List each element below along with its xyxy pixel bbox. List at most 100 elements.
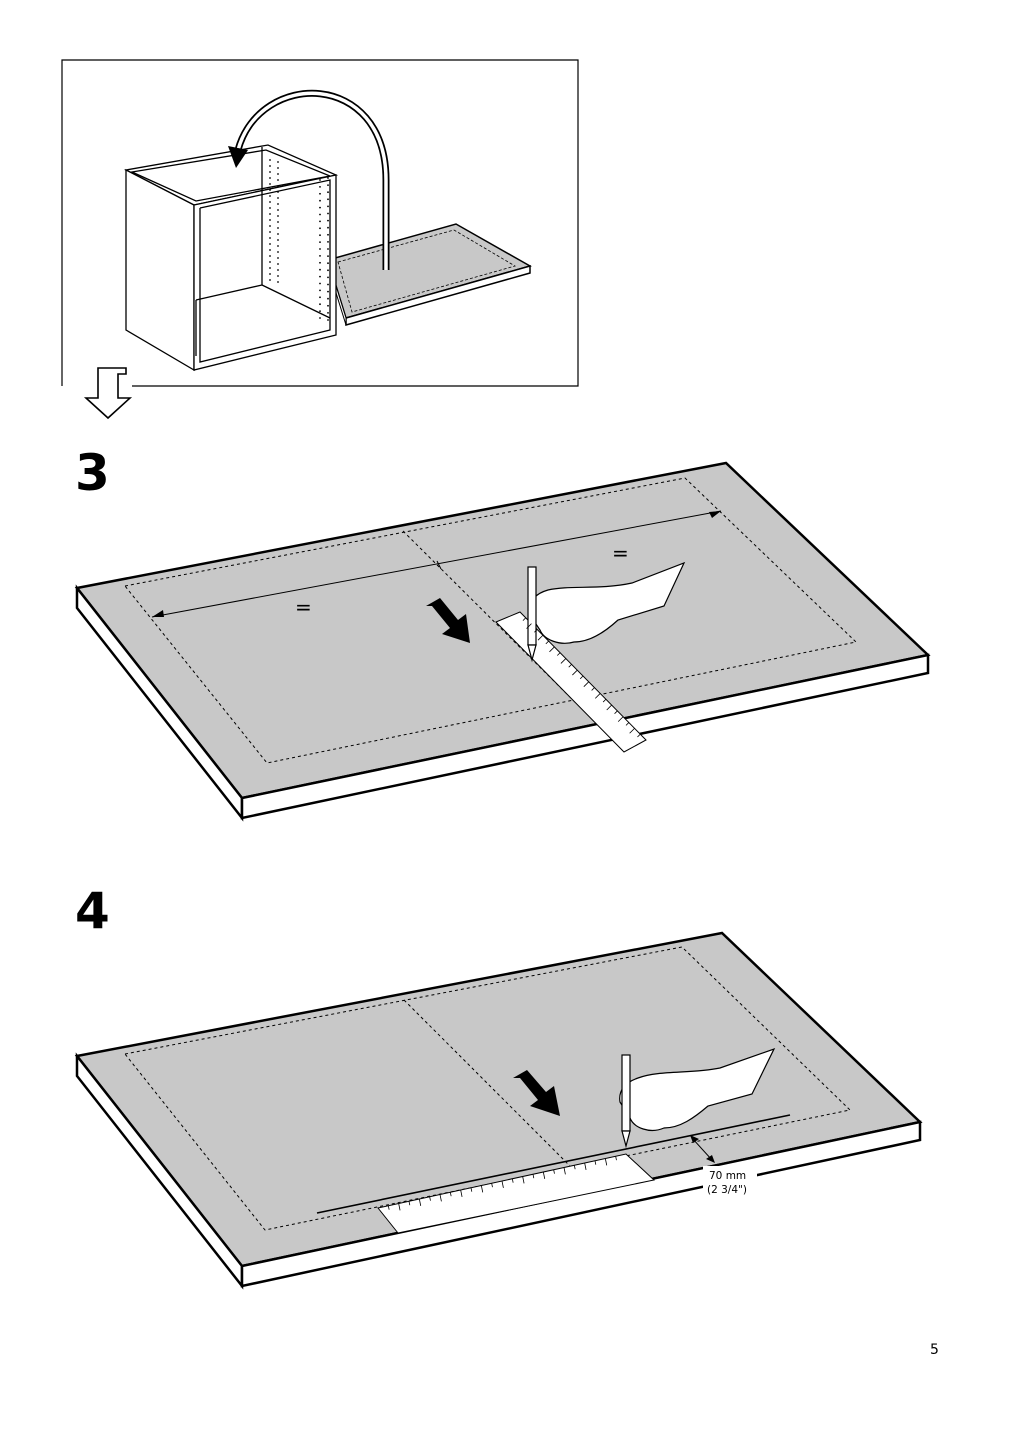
ruler-tick: [526, 623, 532, 629]
cabinet-hole: [327, 304, 329, 307]
cabinet-hole: [269, 201, 271, 203]
dimension-mm: 70 mm: [709, 1170, 746, 1182]
cabinet-hole: [319, 234, 321, 237]
ruler-tick: [460, 1189, 463, 1197]
ruler-tick: [604, 1158, 608, 1166]
ruler-tick: [511, 1178, 514, 1183]
cabinet-hole: [327, 283, 329, 286]
ruler-tick: [522, 617, 527, 621]
cabinet-hole: [319, 310, 321, 312]
ruler-tick: [594, 693, 601, 699]
step4-board: [74, 931, 923, 1290]
cabinet-hole: [319, 282, 321, 285]
cabinet-hole: [327, 241, 329, 243]
cabinet-hole: [327, 205, 329, 208]
ruler-tick: [387, 1205, 390, 1210]
cabinet-hole: [269, 159, 271, 161]
ruler-tick: [449, 1192, 452, 1197]
ruler-tick: [480, 1185, 484, 1193]
ruler-tick: [563, 1167, 566, 1175]
dimension-inch: (2 3/4"): [707, 1184, 747, 1196]
cabinet-hole: [277, 167, 279, 169]
cabinet-hole: [277, 179, 279, 181]
cabinet-hole: [277, 269, 279, 271]
cabinet-hole: [319, 296, 321, 299]
page-number: 5: [930, 1342, 939, 1358]
cabinet-hole: [327, 297, 329, 300]
ruler-tick: [615, 1156, 617, 1161]
ruler-tick: [491, 1183, 493, 1188]
cabinet-hole: [277, 197, 279, 199]
cabinet-hole: [269, 207, 271, 209]
cabinet-hole: [277, 275, 279, 277]
cabinet-hole: [277, 239, 279, 241]
ruler-tick: [579, 675, 584, 680]
cabinet-hole: [327, 319, 329, 321]
ruler-tick: [606, 704, 612, 711]
ruler-tick: [418, 1198, 422, 1206]
cabinet-hole: [269, 261, 271, 263]
step2-frame: [61, 59, 579, 387]
cabinet-hole: [319, 255, 321, 257]
cabinet-hole: [327, 177, 329, 179]
ruler-tick: [553, 1169, 555, 1174]
cabinet-hole: [319, 206, 321, 209]
cabinet-hole: [277, 221, 279, 223]
ruler-tick: [439, 1194, 442, 1202]
next-step-arrow: [83, 367, 133, 420]
ruler-tick: [398, 1203, 401, 1211]
ruler-tick: [532, 1174, 535, 1179]
cabinet-hole: [327, 212, 329, 215]
board-top-frame: [327, 223, 532, 326]
cabinet-hole: [319, 317, 321, 319]
cabinet-hole: [277, 215, 279, 217]
cabinet-hole: [277, 257, 279, 259]
cabinet-hole: [269, 243, 271, 245]
cabinet-hole: [319, 268, 321, 271]
cabinet-hole: [327, 269, 329, 272]
cabinet-hole: [277, 185, 279, 187]
ruler-tick: [549, 646, 555, 653]
cabinet-hole: [327, 276, 329, 279]
cabinet-frame: [123, 144, 339, 372]
cabinet-hole: [319, 199, 321, 202]
flip-arrow: [228, 89, 390, 270]
ruler-tick: [583, 681, 590, 688]
cabinet-hole: [277, 263, 279, 265]
ruler-tick: [568, 664, 572, 668]
ruler-tick: [617, 716, 624, 722]
cabinet-hole: [269, 213, 271, 215]
ruler-tick: [501, 1180, 504, 1188]
ruler-tick: [602, 698, 607, 703]
cabinet-hole: [269, 279, 271, 281]
cabinet-hole: [319, 186, 321, 188]
cabinet-hole: [319, 220, 321, 223]
cabinet-hole: [327, 290, 329, 293]
cabinet-hole: [319, 192, 321, 195]
cabinet-hole: [327, 219, 329, 222]
cabinet-hole: [319, 248, 321, 250]
ruler-tick: [572, 669, 578, 676]
cabinet-hole: [277, 227, 279, 229]
ruler-tick: [557, 652, 561, 656]
cabinet-hole: [277, 281, 279, 283]
cabinet-hole: [269, 237, 271, 239]
cabinet-hole: [269, 249, 271, 251]
cabinet-hole: [319, 179, 321, 181]
ruler-tick: [542, 1171, 546, 1179]
cabinet-hole: [269, 183, 271, 185]
ruler-tick: [429, 1196, 431, 1201]
cabinet-hole: [277, 191, 279, 193]
ruler-tick: [594, 1160, 597, 1165]
cabinet-hole: [327, 198, 329, 201]
cabinet-hole: [277, 245, 279, 247]
cabinet-hole: [319, 303, 321, 306]
cabinet-hole: [277, 161, 279, 163]
cabinet-hole: [269, 195, 271, 197]
cabinet-hole-rows: [269, 159, 329, 321]
ruler-tick: [545, 640, 549, 645]
ruler-tick: [534, 629, 538, 633]
cabinet-hole: [269, 177, 271, 179]
cabinet-hole: [319, 261, 321, 264]
cabinet-hole: [269, 219, 271, 221]
